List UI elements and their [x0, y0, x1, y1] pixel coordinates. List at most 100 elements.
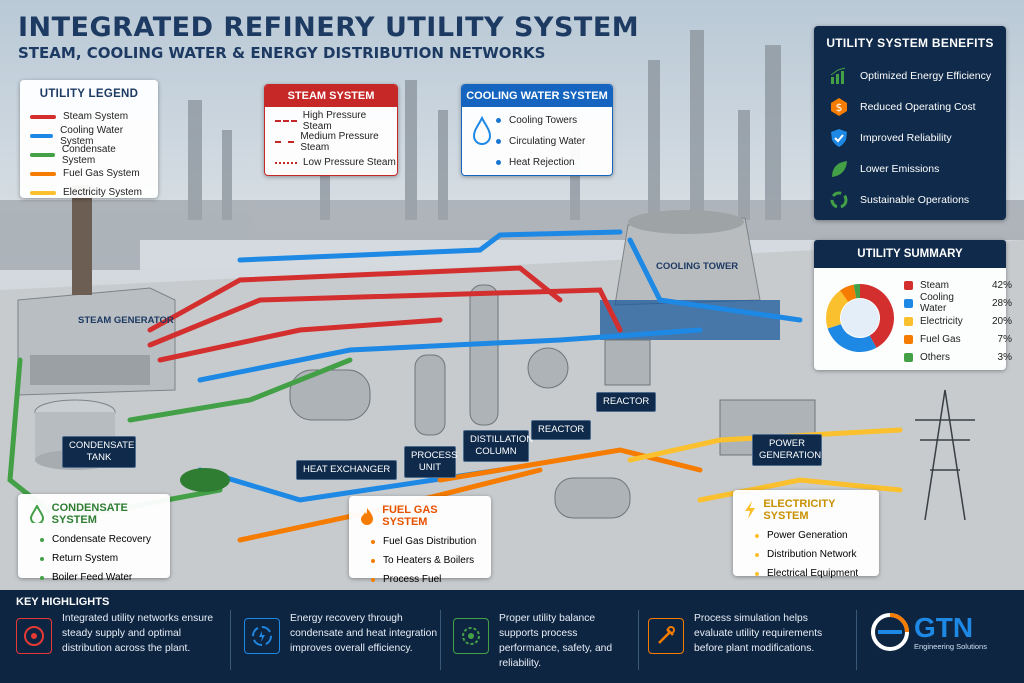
electricity-item: Power Generation	[743, 526, 869, 545]
utility-legend: UTILITY LEGEND Steam System Cooling Wate…	[20, 80, 158, 198]
bullet-icon	[496, 118, 501, 123]
bullet-icon	[496, 139, 501, 144]
cooling-item: Heat Rejection	[494, 152, 585, 173]
red-line-icon	[30, 114, 56, 119]
legend-item-cooling: Cooling Water System	[30, 124, 148, 147]
steam-item-label: Low Pressure Steam	[303, 157, 396, 168]
cooling-tower-label: COOLING TOWER	[656, 261, 739, 272]
lightning-icon	[745, 501, 755, 519]
benefits-panel: UTILITY SYSTEM BENEFITS Optimized Energy…	[814, 26, 1006, 220]
brand-logo: GTN Engineering Solutions	[870, 612, 987, 652]
cooling-item: Circulating Water	[494, 131, 585, 152]
benefit-item: Improved Reliability	[814, 122, 1006, 153]
highlight-text: Integrated utility networks ensure stead…	[62, 613, 214, 654]
legend-item-fuel-gas: Fuel Gas System	[30, 164, 148, 183]
process-unit-label: PROCESS UNIT	[404, 446, 457, 478]
highlights-title: KEY HIGHLIGHTS	[16, 596, 110, 608]
highlight-item: Integrated utility networks ensure stead…	[16, 610, 224, 676]
summary-label: Cooling Water	[920, 292, 954, 314]
divider	[638, 610, 639, 670]
benefit-item: Lower Emissions	[814, 153, 1006, 184]
cooling-water-card: COOLING WATER SYSTEM Cooling Towers Circ…	[461, 84, 613, 176]
highlight-text: Energy recovery through condensate and h…	[290, 613, 438, 654]
condensate-title: CONDENSATE SYSTEM	[51, 502, 128, 526]
energy-recovery-icon	[244, 618, 280, 654]
brand-tagline: Engineering Solutions	[914, 641, 987, 651]
donut-slice	[860, 284, 894, 348]
highlight-text: Proper utility balance supports process …	[499, 613, 613, 669]
swatch-icon	[904, 334, 913, 344]
summary-donut	[826, 284, 894, 352]
highlight-text: Process simulation helps evaluate utilit…	[694, 613, 823, 654]
summary-row: Fuel Gas 7%	[904, 330, 1012, 348]
reactor-label: REACTOR	[596, 392, 657, 412]
page-subtitle: STEAM, COOLING WATER & ENERGY DISTRIBUTI…	[18, 44, 546, 62]
page-title: INTEGRATED REFINERY UTILITY SYSTEM	[18, 12, 640, 43]
dotted-arrow-icon	[275, 161, 297, 164]
highlight-item: Process simulation helps evaluate utilit…	[648, 610, 848, 676]
condensate-header: CONDENSATE SYSTEM	[28, 502, 160, 526]
cooling-item-label: Heat Rejection	[509, 157, 575, 168]
donut-slice	[853, 284, 860, 299]
donut-slice	[826, 290, 849, 329]
fuel-gas-header: FUEL GAS SYSTEM	[359, 504, 481, 528]
legend-item-electricity: Electricity System	[30, 183, 148, 202]
blue-line-icon	[30, 133, 54, 138]
benefit-label: Optimized Energy Efficiency	[860, 69, 992, 82]
benefit-label: Sustainable Operations	[860, 193, 970, 206]
steam-item: High Pressure Steam	[265, 109, 397, 132]
donut-hole	[841, 299, 879, 337]
summary-label: Steam	[920, 279, 949, 291]
benefit-label: Improved Reliability	[860, 131, 952, 144]
divider	[440, 610, 441, 670]
donut-slice	[827, 324, 877, 352]
benefit-label: Lower Emissions	[860, 162, 940, 175]
background-columns	[188, 30, 781, 220]
divider	[856, 610, 857, 670]
summary-value: 28%	[991, 297, 1012, 309]
summary-label: Electricity	[920, 315, 963, 327]
swatch-icon	[904, 316, 913, 326]
legend-label: Steam System	[63, 111, 129, 122]
drop-icon	[29, 505, 44, 523]
legend-label: Cooling Water System	[60, 124, 124, 147]
water-drop-icon	[472, 115, 492, 145]
fuel-gas-item: Process Fuel	[359, 570, 481, 589]
shield-icon	[828, 128, 850, 148]
swatch-icon	[904, 298, 913, 308]
key-highlights-bar: KEY HIGHLIGHTS Integrated utility networ…	[0, 590, 1024, 683]
benefit-item: $ Reduced Operating Cost	[814, 91, 1006, 122]
power-generation-label: POWER GENERATION	[752, 434, 822, 466]
summary-value: 7%	[997, 333, 1012, 345]
swatch-icon	[904, 280, 913, 290]
condensate-item: Return System	[28, 549, 160, 568]
steam-item: Medium Pressure Steam	[265, 130, 397, 153]
gtn-logo-icon	[871, 613, 909, 651]
condensate-tank-label: CONDENSATE TANK	[62, 436, 136, 468]
condensate-item: Condensate Recovery	[28, 530, 160, 549]
simulation-tool-icon	[648, 618, 684, 654]
electricity-title: ELECTRICITY SYSTEM	[763, 498, 836, 522]
steam-item-label: Medium Pressure Steam	[300, 130, 379, 153]
summary-label: Fuel Gas	[920, 333, 961, 345]
benefit-item: Optimized Energy Efficiency	[814, 60, 1006, 91]
fuel-gas-system-card: FUEL GAS SYSTEM Fuel Gas Distribution To…	[349, 496, 491, 585]
condensate-system-card: CONDENSATE SYSTEM Condensate Recovery Re…	[18, 494, 170, 583]
highlight-item: Proper utility balance supports process …	[453, 610, 633, 676]
condensate-item: Boiler Feed Water	[28, 568, 160, 587]
green-line-icon	[30, 152, 55, 157]
benefit-label: Reduced Operating Cost	[860, 100, 976, 113]
dash-arrow-icon	[275, 119, 297, 122]
cooling-item: Cooling Towers	[494, 110, 585, 131]
divider	[230, 610, 231, 670]
legend-label: Condensate System	[61, 143, 116, 166]
legend-item-condensate: Condensate System	[30, 143, 148, 166]
steam-item-label: High Pressure Steam	[302, 109, 367, 132]
fuel-gas-item: To Heaters & Boilers	[359, 551, 481, 570]
summary-row: Cooling Water 28%	[904, 292, 1012, 314]
dollar-icon: $	[828, 97, 850, 117]
yellow-line-icon	[30, 190, 56, 195]
